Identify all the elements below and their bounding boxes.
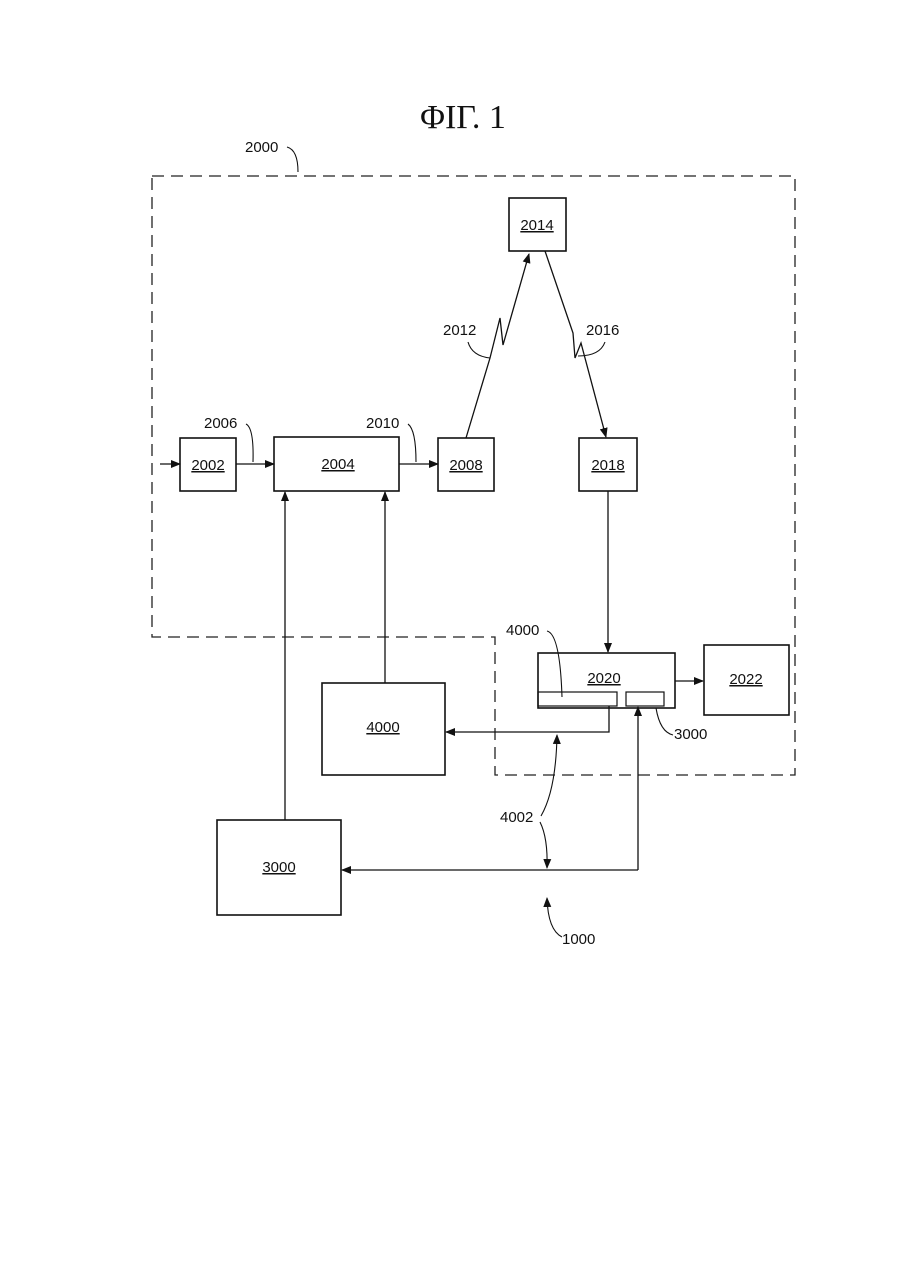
ref-4000-label: 4000 [506,622,539,639]
ref-2012-leader [468,342,490,358]
ref-2010-leader [408,424,416,462]
system-boundary-leader [287,147,298,172]
ref-4002-label: 4002 [500,809,533,826]
overall-system-label: 1000 [562,931,595,948]
ref-3000-leader [656,708,673,735]
ref-2010-label: 2010 [366,415,399,432]
ref-1000-arrow [547,898,562,937]
link-2008-2014 [466,254,529,438]
figure-title: ΦΙΓ. 1 [420,99,506,136]
block-4000-label: 4000 [366,719,399,736]
block-3000-label: 3000 [262,859,295,876]
block-2002-label: 2002 [191,457,224,474]
arrow-2020-4000 [446,706,609,732]
ref-2012-label: 2012 [443,322,476,339]
link-2014-2018 [545,251,606,437]
ref-2006-leader [246,424,253,462]
ref-4002-arrow-down [540,822,547,868]
system-boundary-label: 2000 [245,139,278,156]
ref-3000-label: 3000 [674,726,707,743]
block-2008-label: 2008 [449,457,482,474]
block-2020-label: 2020 [587,670,620,687]
ref-2016-label: 2016 [586,322,619,339]
block-2022-label: 2022 [729,671,762,688]
ref-2006-label: 2006 [204,415,237,432]
block-2004-label: 2004 [321,456,354,473]
block-2014-label: 2014 [520,217,553,234]
block-2018-label: 2018 [591,457,624,474]
